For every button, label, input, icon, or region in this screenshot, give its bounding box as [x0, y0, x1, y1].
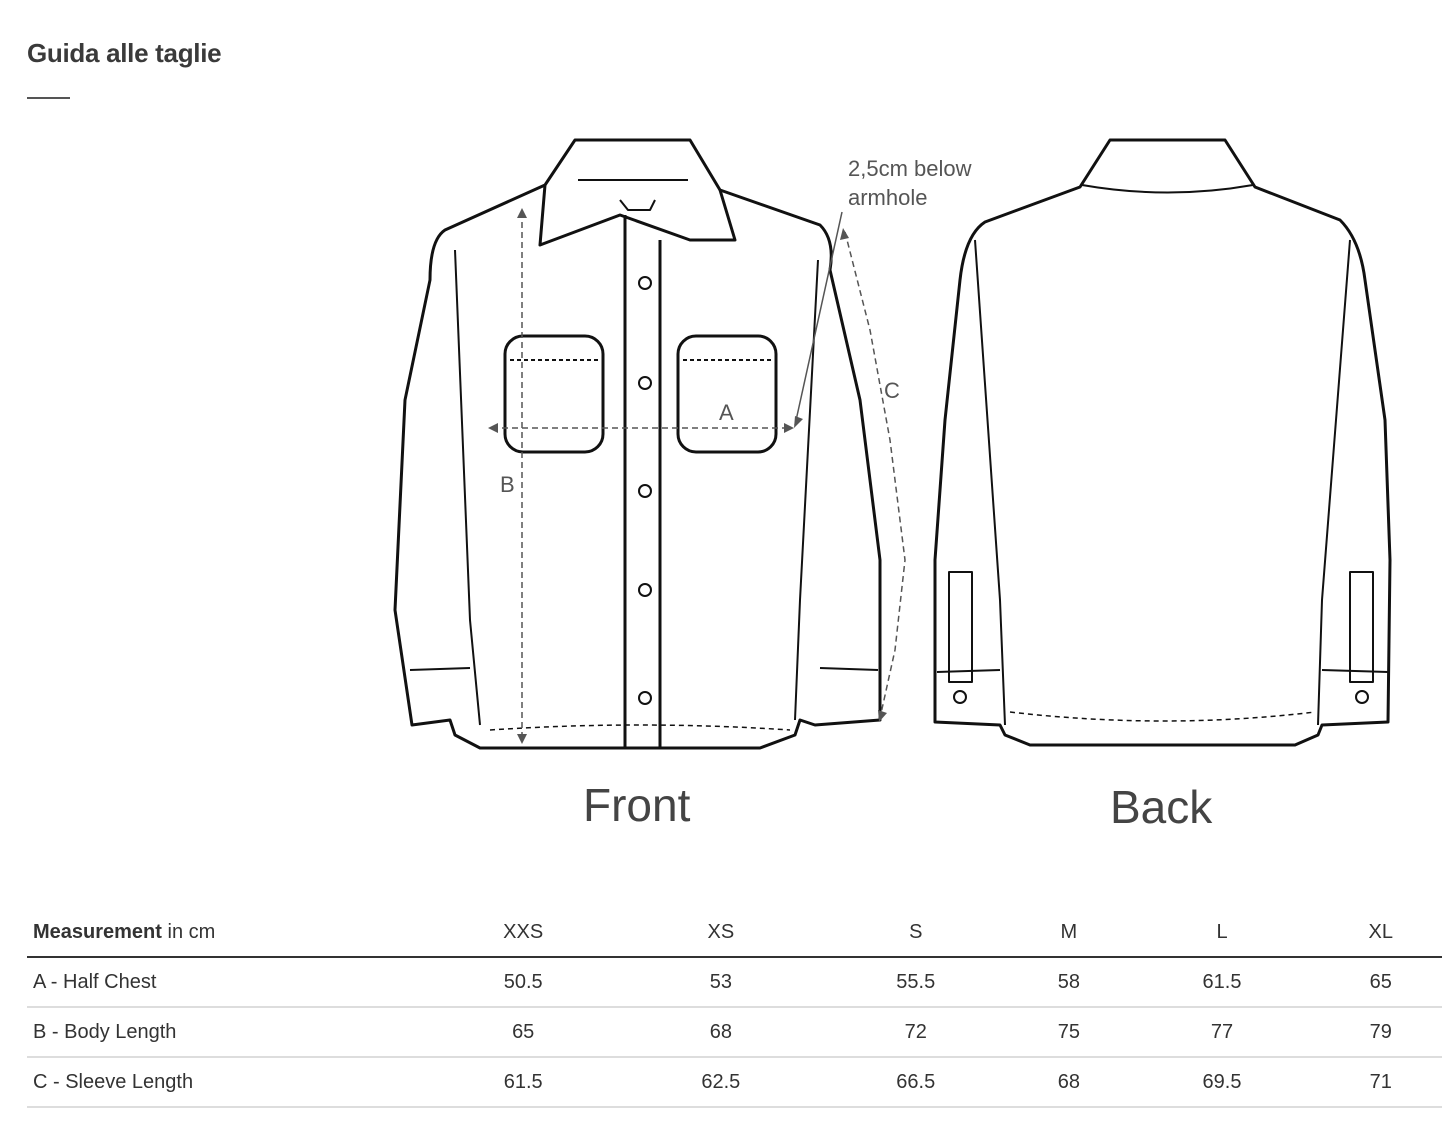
page-title: Guida alle taglie: [27, 38, 222, 68]
cell: 65: [512, 1020, 535, 1043]
size-header: XS: [707, 920, 735, 943]
cell: 53: [709, 970, 732, 993]
front-label: Front: [583, 779, 691, 831]
cell: 71: [1369, 1070, 1392, 1093]
table-row: B - Body Length 65 68 72 75 77 79: [27, 1007, 1442, 1057]
size-header: M: [1060, 920, 1078, 943]
cell: 65: [1369, 970, 1392, 993]
size-header: XXS: [503, 920, 544, 943]
shirt-diagram: [393, 138, 1392, 750]
back-shirt-illustration: [933, 138, 1392, 747]
cell: 61.5: [1202, 970, 1242, 993]
cell: 61.5: [503, 1070, 543, 1093]
cell: 68: [709, 1020, 732, 1043]
size-table: Measurement in cm XXS XS S M L XL A - Ha…: [27, 908, 1442, 1108]
measurement-header: Measurement in cm: [33, 920, 216, 943]
size-header: L: [1216, 920, 1228, 943]
cell: 69.5: [1202, 1070, 1242, 1093]
label-a: A: [719, 400, 734, 425]
armhole-note-line2: armhole: [848, 185, 928, 210]
cell: 62.5: [701, 1070, 741, 1093]
cell: 72: [904, 1020, 927, 1043]
label-b: B: [500, 472, 515, 497]
cell: 58: [1057, 970, 1080, 993]
cell: 55.5: [896, 970, 936, 993]
cell: 75: [1057, 1020, 1080, 1043]
size-header: XL: [1368, 920, 1393, 943]
row-label: C - Sleeve Length: [33, 1070, 194, 1093]
armhole-note-line1: 2,5cm below: [848, 156, 972, 181]
cell: 66.5: [896, 1070, 936, 1093]
cell: 79: [1369, 1020, 1392, 1043]
cell: 50.5: [503, 970, 543, 993]
back-label: Back: [1110, 781, 1213, 833]
table-row: A - Half Chest 50.5 53 55.5 58 61.5 65: [27, 957, 1442, 1007]
title-divider: [27, 97, 70, 99]
table-row: C - Sleeve Length 61.5 62.5 66.5 68 69.5…: [27, 1057, 1442, 1107]
size-header: S: [909, 920, 923, 943]
cell: 77: [1210, 1020, 1234, 1043]
table-header-row: Measurement in cm XXS XS S M L XL: [27, 908, 1442, 957]
label-c: C: [884, 378, 900, 403]
front-shirt-illustration: [393, 138, 906, 750]
row-label: A - Half Chest: [33, 970, 157, 993]
row-label: B - Body Length: [33, 1020, 177, 1043]
cell: 68: [1057, 1070, 1080, 1093]
